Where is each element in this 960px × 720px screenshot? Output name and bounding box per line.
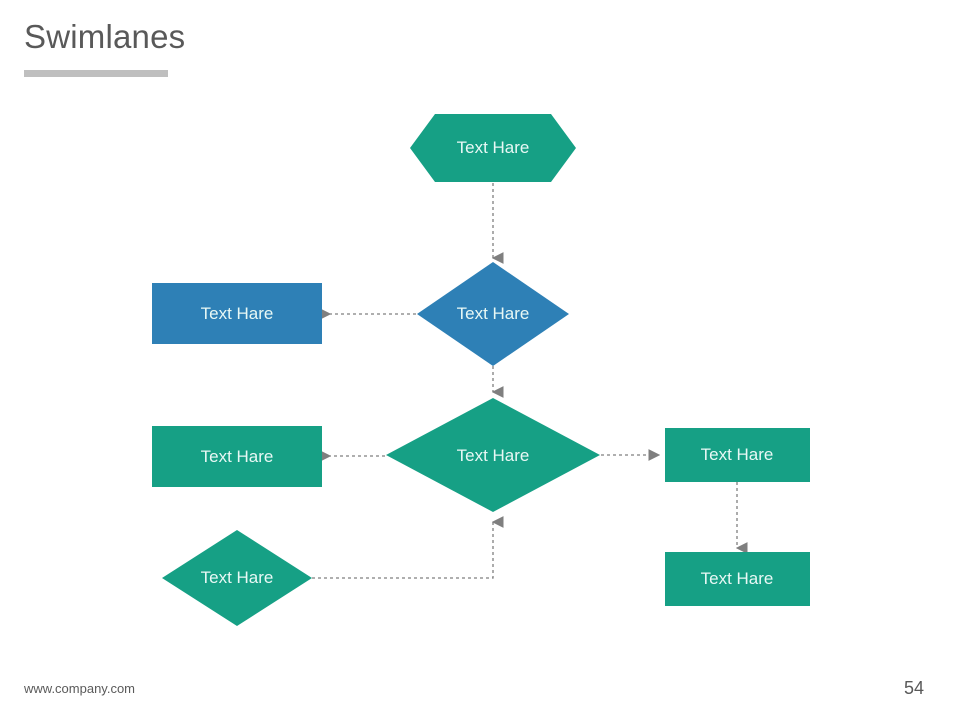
node-rect-blue-left[interactable] [152, 283, 322, 344]
node-rect-green-bottom-right[interactable] [665, 552, 810, 606]
node-diamond-blue[interactable] [417, 262, 569, 366]
title-underline-rule [24, 70, 168, 77]
page-number: 54 [903, 678, 924, 698]
page-title: Swimlanes [24, 18, 186, 55]
footer-website-url: www.company.com [24, 681, 136, 696]
node-hexagon-top[interactable] [410, 114, 576, 182]
node-rect-green-right[interactable] [665, 428, 810, 482]
node-diamond-green-center[interactable] [386, 398, 600, 512]
connector-layer [312, 183, 748, 579]
connector-bottom-left-diamond-to-green-diamond [312, 516, 504, 579]
node-rect-green-left[interactable] [152, 426, 322, 487]
node-diamond-green-bottom-left[interactable] [162, 530, 312, 626]
